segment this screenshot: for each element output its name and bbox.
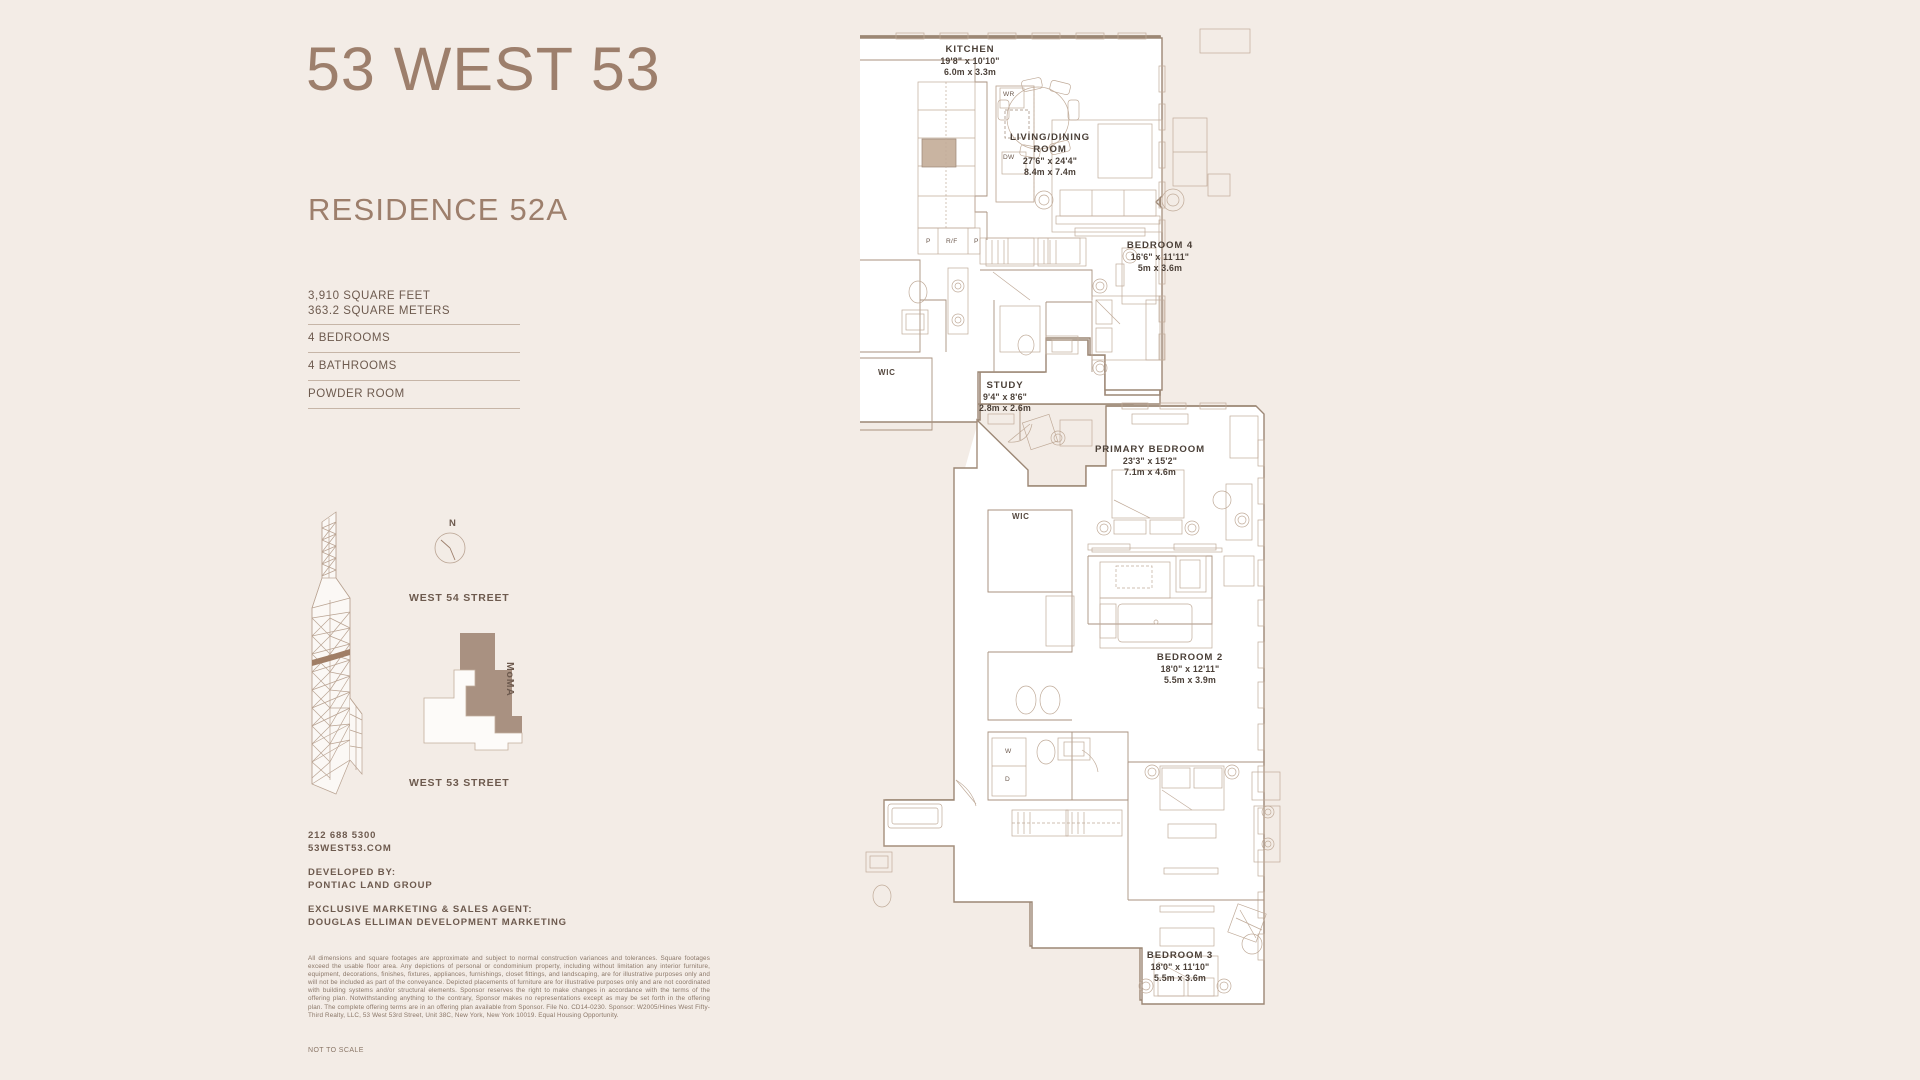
compass-icon <box>434 532 466 564</box>
study-furniture <box>987 413 1066 446</box>
bedroom2-furniture <box>1144 764 1281 875</box>
primary-bedroom-furniture <box>1021 413 1259 587</box>
spec-divider-1 <box>308 324 520 325</box>
spec-divider-4 <box>308 408 520 409</box>
developer-name: PONTIAC LAND GROUP <box>308 879 433 891</box>
developed-by-label: DEVELOPED BY: <box>308 867 396 878</box>
wic-primary <box>987 509 1073 721</box>
residence-title: RESIDENCE 52A <box>308 192 569 227</box>
site-diagram: WEST 54 STREET WEST 53 STREET <box>300 508 570 808</box>
bedroom3-furniture <box>1138 903 1267 997</box>
marketing-agent-label: EXCLUSIVE MARKETING & SALES AGENT: <box>308 904 533 915</box>
spec-powder-room-row: POWDER ROOM <box>308 381 520 408</box>
powder-room-fixtures <box>901 280 929 335</box>
block-footprint <box>423 633 523 751</box>
spec-powder-room: POWDER ROOM <box>308 388 405 400</box>
specs-list: 3,910 SQUARE FEET 363.2 SQUARE METERS 4 … <box>308 288 520 409</box>
appliance-bank <box>917 227 981 255</box>
info-panel: 53 WEST 53 RESIDENCE 52A 3,910 SQUARE FE… <box>0 0 860 1080</box>
bedroom4-bed <box>1091 247 1165 376</box>
tower-illustration-icon <box>311 511 363 795</box>
floor-plan: .w { fill:none; stroke:#9c8775; stroke-w… <box>860 0 1920 1080</box>
contact-website[interactable]: 53WEST53.COM <box>308 842 392 854</box>
contact-spacer-1 <box>308 855 567 867</box>
site-map <box>423 532 523 751</box>
door-swings <box>955 423 1099 807</box>
floor-plan-drawing: .w { fill:none; stroke:#9c8775; stroke-w… <box>860 28 1281 1005</box>
brand-title-text: 53 WEST 53 <box>306 35 661 103</box>
compass-north-label: N <box>449 518 457 529</box>
moma-label: MoMA <box>504 662 516 697</box>
lower-left-bath <box>865 803 943 908</box>
street-label-north: WEST 54 STREET <box>409 592 510 604</box>
spec-square-feet: 3,910 SQUARE FEET <box>308 290 431 302</box>
not-to-scale-note: NOT TO SCALE <box>308 1047 364 1054</box>
spec-square-meters: 363.2 SQUARE METERS <box>308 305 451 317</box>
street-label-south: WEST 53 STREET <box>409 777 510 789</box>
contact-block: 212 688 5300 53WEST53.COM DEVELOPED BY: … <box>308 830 567 929</box>
closet-run <box>1011 809 1123 837</box>
living-furniture <box>1034 28 1251 237</box>
legal-disclaimer: All dimensions and square footages are a… <box>308 955 710 1019</box>
marketing-agent-name: DOUGLAS ELLIMAN DEVELOPMENT MARKETING <box>308 916 567 928</box>
lower-unit <box>865 402 1281 1005</box>
brand-title: 53 WEST 53 <box>306 34 661 104</box>
bedroom4-bath <box>985 237 1087 356</box>
upper-unit <box>860 28 1251 431</box>
spec-bedrooms: 4 BEDROOMS <box>308 332 391 344</box>
wic-upper <box>860 357 933 431</box>
spec-divider-2 <box>308 352 520 353</box>
primary-bath <box>1099 555 1213 649</box>
spec-bedrooms-row: 4 BEDROOMS <box>308 325 520 352</box>
spec-divider-3 <box>308 380 520 381</box>
laundry <box>991 737 1091 797</box>
contact-spacer-2 <box>308 892 567 904</box>
spec-bathrooms-row: 4 BATHROOMS <box>308 353 520 380</box>
contact-phone[interactable]: 212 688 5300 <box>308 830 377 841</box>
spec-bathrooms: 4 BATHROOMS <box>308 360 397 372</box>
spec-area: 3,910 SQUARE FEET 363.2 SQUARE METERS <box>308 288 520 324</box>
